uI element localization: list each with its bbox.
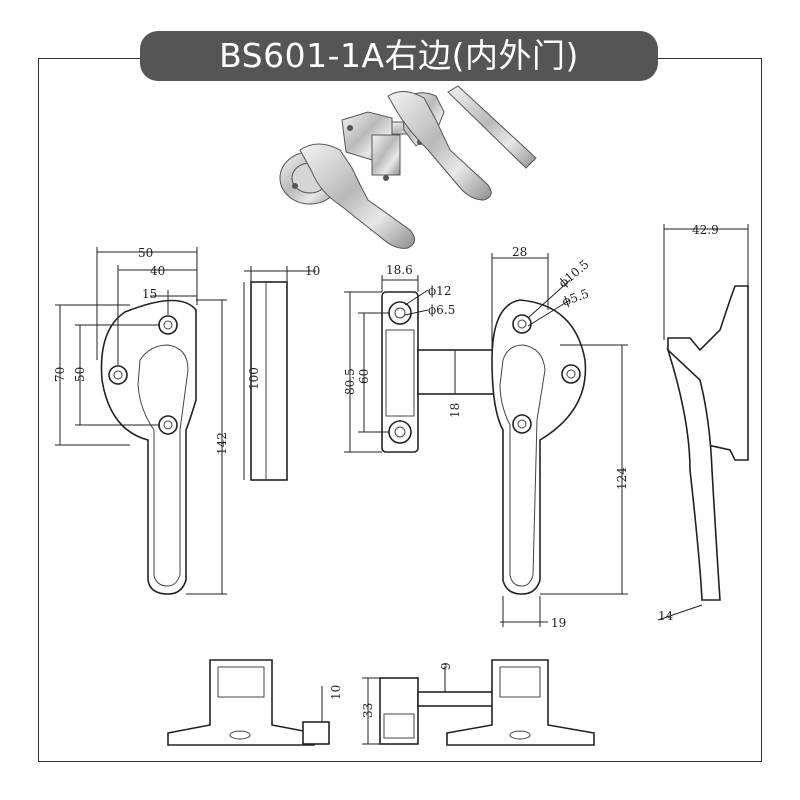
dim-42-9: 42.9 bbox=[692, 223, 719, 237]
dim-18: 18 bbox=[448, 403, 462, 418]
dim-28: 28 bbox=[512, 245, 527, 259]
dim-70: 70 bbox=[53, 367, 67, 382]
dim-142: 142 bbox=[215, 432, 229, 455]
dim-side-100: 100 bbox=[247, 367, 261, 390]
dim-bottom-33: 33 bbox=[361, 703, 375, 718]
dim-124: 124 bbox=[615, 467, 629, 490]
dim-19: 19 bbox=[551, 616, 566, 630]
product-photo bbox=[279, 85, 537, 249]
dim-bottom-10: 10 bbox=[329, 685, 343, 700]
dim-50v: 50 bbox=[73, 367, 87, 382]
dim-18-6: 18.6 bbox=[386, 263, 413, 277]
dim-bottom-9: 9 bbox=[439, 662, 453, 670]
handle-right-front-view: 28 ϕ10.5 ϕ5.5 124 19 bbox=[491, 245, 629, 630]
dim-14: 14 bbox=[658, 609, 674, 623]
handle-profile-view: 42.9 14 bbox=[657, 223, 749, 623]
handle-front-view: 50 40 15 70 50 142 bbox=[53, 246, 229, 595]
dim-phi12: ϕ12 bbox=[428, 284, 451, 298]
product-title: BS601-1A右边(内外门) bbox=[140, 31, 658, 81]
dim-50: 50 bbox=[138, 246, 153, 260]
dim-60: 60 bbox=[357, 369, 371, 384]
keeper-front-view: 18.6 ϕ12 ϕ6.5 80.5 60 18 bbox=[343, 263, 495, 453]
dim-40: 40 bbox=[150, 264, 165, 278]
bottom-views: 10 33 9 bbox=[167, 659, 595, 746]
dim-phi10-5: ϕ10.5 bbox=[556, 257, 592, 290]
strip-side-view: 10 100 bbox=[243, 264, 320, 481]
dim-phi6-5: ϕ6.5 bbox=[428, 303, 455, 317]
dim-side-10: 10 bbox=[305, 264, 320, 278]
dim-15: 15 bbox=[142, 287, 157, 301]
dim-80-5: 80.5 bbox=[343, 368, 357, 395]
